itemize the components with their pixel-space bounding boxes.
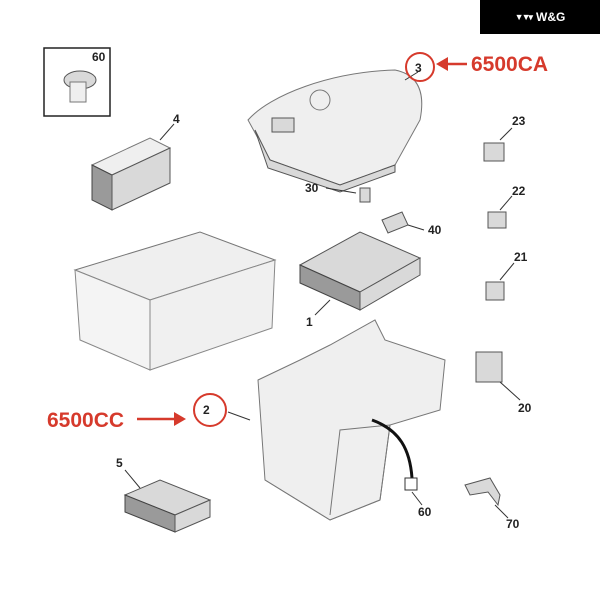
fuse-30: 30 [305,181,371,203]
label-1: 1 [306,315,313,329]
label-5: 5 [116,456,123,470]
highlight-circle-3 [405,52,435,82]
connector-5: 5 [116,456,212,533]
relay-21: 21 [485,250,528,301]
brand-name: W&G [536,10,566,24]
battery [73,231,277,371]
clip-inset: 60 [43,47,111,117]
brand-logo: ▼▼▾ W&G [480,0,600,34]
label-20: 20 [518,401,532,415]
cable-60: 60 [371,418,432,519]
part-1-fuse-box: 1 [298,231,422,329]
ref-6500CC: 6500CC [47,409,124,432]
label-60-cable: 60 [418,505,432,519]
label-22: 22 [512,184,526,198]
label-clip-60: 60 [92,50,106,64]
part-3-cover: 3 6500CA [247,52,548,193]
label-2: 2 [203,403,210,417]
relay-23: 23 [483,114,526,162]
label-4: 4 [173,112,180,126]
label-21: 21 [514,250,528,264]
label-70: 70 [506,517,520,531]
fuse-40: 40 [381,211,442,237]
label-3: 3 [415,61,422,75]
part-2-tray: 2 6500CC [47,319,446,521]
ref-6500CA: 6500CA [471,53,548,76]
label-30: 30 [305,181,319,195]
part-4-fuse-block: 4 [90,112,180,211]
relay-22: 22 [487,184,526,229]
brand-logo-icon: ▼▼▾ [514,11,533,22]
relay-20: 20 [475,351,532,415]
label-23: 23 [512,114,526,128]
highlight-circle-2 [193,393,227,427]
bracket-70: 70 [464,477,520,531]
label-40: 40 [428,223,442,237]
